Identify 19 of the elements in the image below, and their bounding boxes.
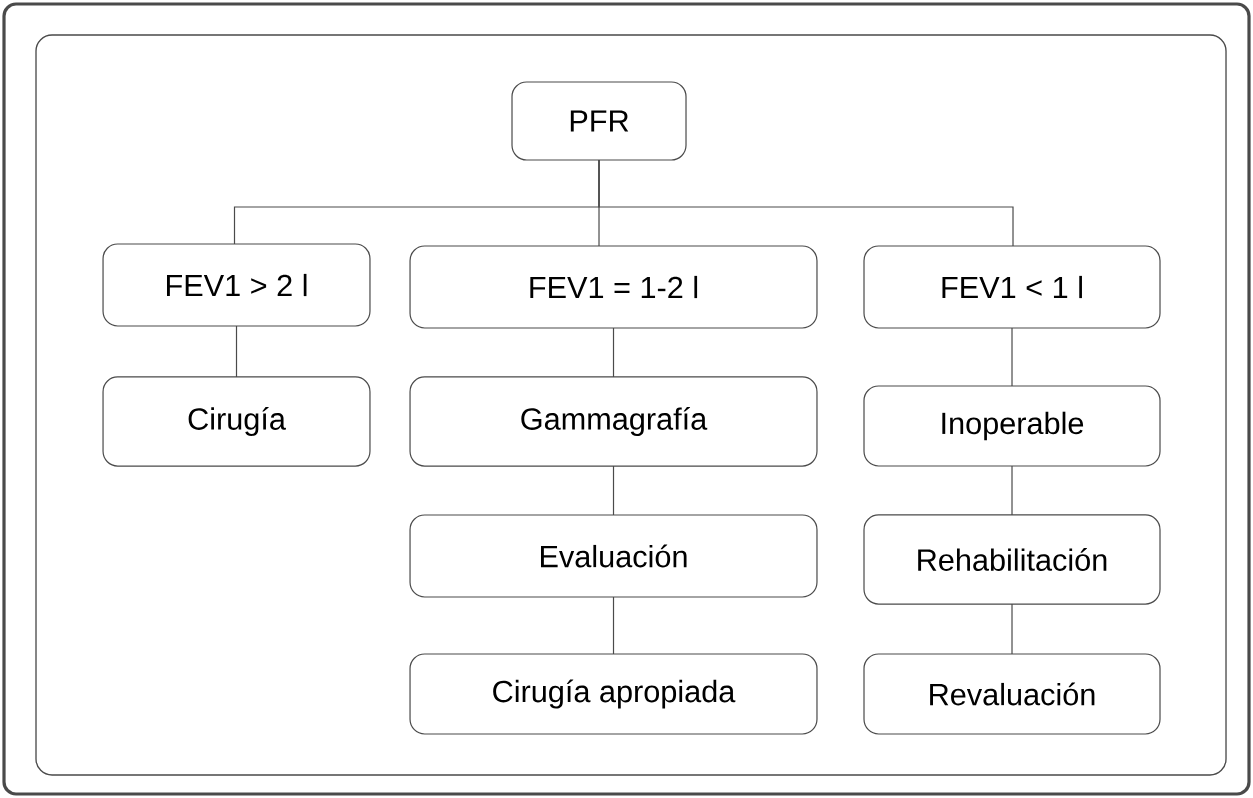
process-box: Cirugía apropiada (409, 653, 818, 735)
connector-line (1011, 465, 1013, 516)
connector-line (598, 159, 1014, 247)
connector-line (612, 465, 615, 516)
process-box: FEV1 > 2 l (102, 243, 371, 327)
process-box: Rehabilitación (863, 514, 1161, 605)
connector-line (612, 596, 615, 655)
process-box: Gammagrafía (409, 376, 818, 467)
process-box: FEV1 = 1-2 l (409, 245, 818, 329)
process-box: Inoperable (863, 385, 1161, 467)
process-box: FEV1 < 1 l (863, 245, 1161, 329)
connector-line (612, 327, 615, 378)
process-box: Cirugía (102, 376, 371, 467)
process-box: PFR (511, 81, 687, 161)
process-box: Evaluación (409, 514, 818, 598)
connector-line (235, 325, 238, 378)
process-box: Revaluación (863, 653, 1161, 735)
connector-line (1011, 327, 1013, 387)
connector-line (1011, 603, 1013, 655)
